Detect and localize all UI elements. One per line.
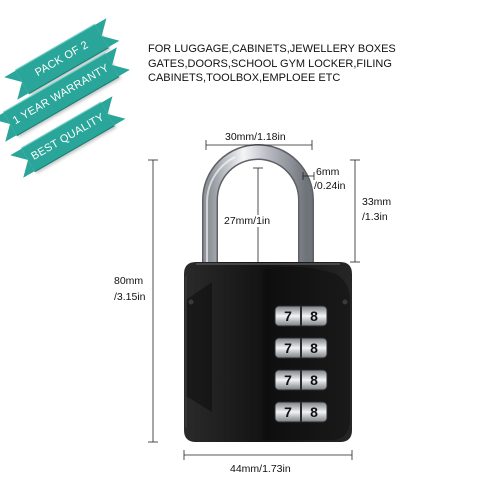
dial-digit[interactable]: 8 bbox=[310, 404, 318, 420]
dimension-lines bbox=[148, 140, 360, 460]
shackle-height-mm-label: 33mm bbox=[362, 196, 392, 208]
description-line: CABINETS,TOOLBOX,EMPLOEE ETC bbox=[148, 72, 341, 84]
dial-digit[interactable]: 8 bbox=[310, 308, 318, 324]
shackle-height-in-label: /1.3in bbox=[362, 211, 388, 223]
shackle bbox=[202, 144, 314, 268]
inner-height-label: 27mm/1in bbox=[223, 215, 272, 227]
shackle-width-label: 30mm/1.18in bbox=[225, 131, 286, 143]
description-line: GATES,DOORS,SCHOOL GYM LOCKER,FILING bbox=[148, 57, 392, 70]
dial-digit[interactable]: 7 bbox=[284, 404, 292, 420]
description-line: FOR LUGGAGE,CABINETS,JEWELLERY BOXES bbox=[148, 43, 396, 55]
shackle-thickness-in-label: /0.24in bbox=[314, 180, 346, 192]
dial-digit[interactable]: 8 bbox=[310, 372, 318, 388]
usage-description: FOR LUGGAGE,CABINETS,JEWELLERY BOXES GAT… bbox=[148, 42, 488, 86]
total-height-in-label: /3.15in bbox=[114, 291, 146, 303]
body-width-label: 44mm/1.73in bbox=[230, 463, 291, 475]
dial-row: 7 8 bbox=[274, 305, 328, 327]
dial-digit[interactable]: 7 bbox=[284, 340, 292, 356]
combination-dials: 7 8 7 8 7 8 7 8 bbox=[274, 305, 328, 423]
dial-row: 7 8 bbox=[274, 337, 328, 359]
total-height-mm-label: 80mm bbox=[114, 275, 144, 287]
dial-row: 7 8 bbox=[274, 369, 328, 391]
dial-row: 7 8 bbox=[274, 401, 328, 423]
dial-digit[interactable]: 8 bbox=[310, 340, 318, 356]
shackle-thickness-mm-label: 6mm bbox=[316, 166, 340, 178]
dial-digit[interactable]: 7 bbox=[284, 308, 292, 324]
dial-digit[interactable]: 7 bbox=[284, 372, 292, 388]
